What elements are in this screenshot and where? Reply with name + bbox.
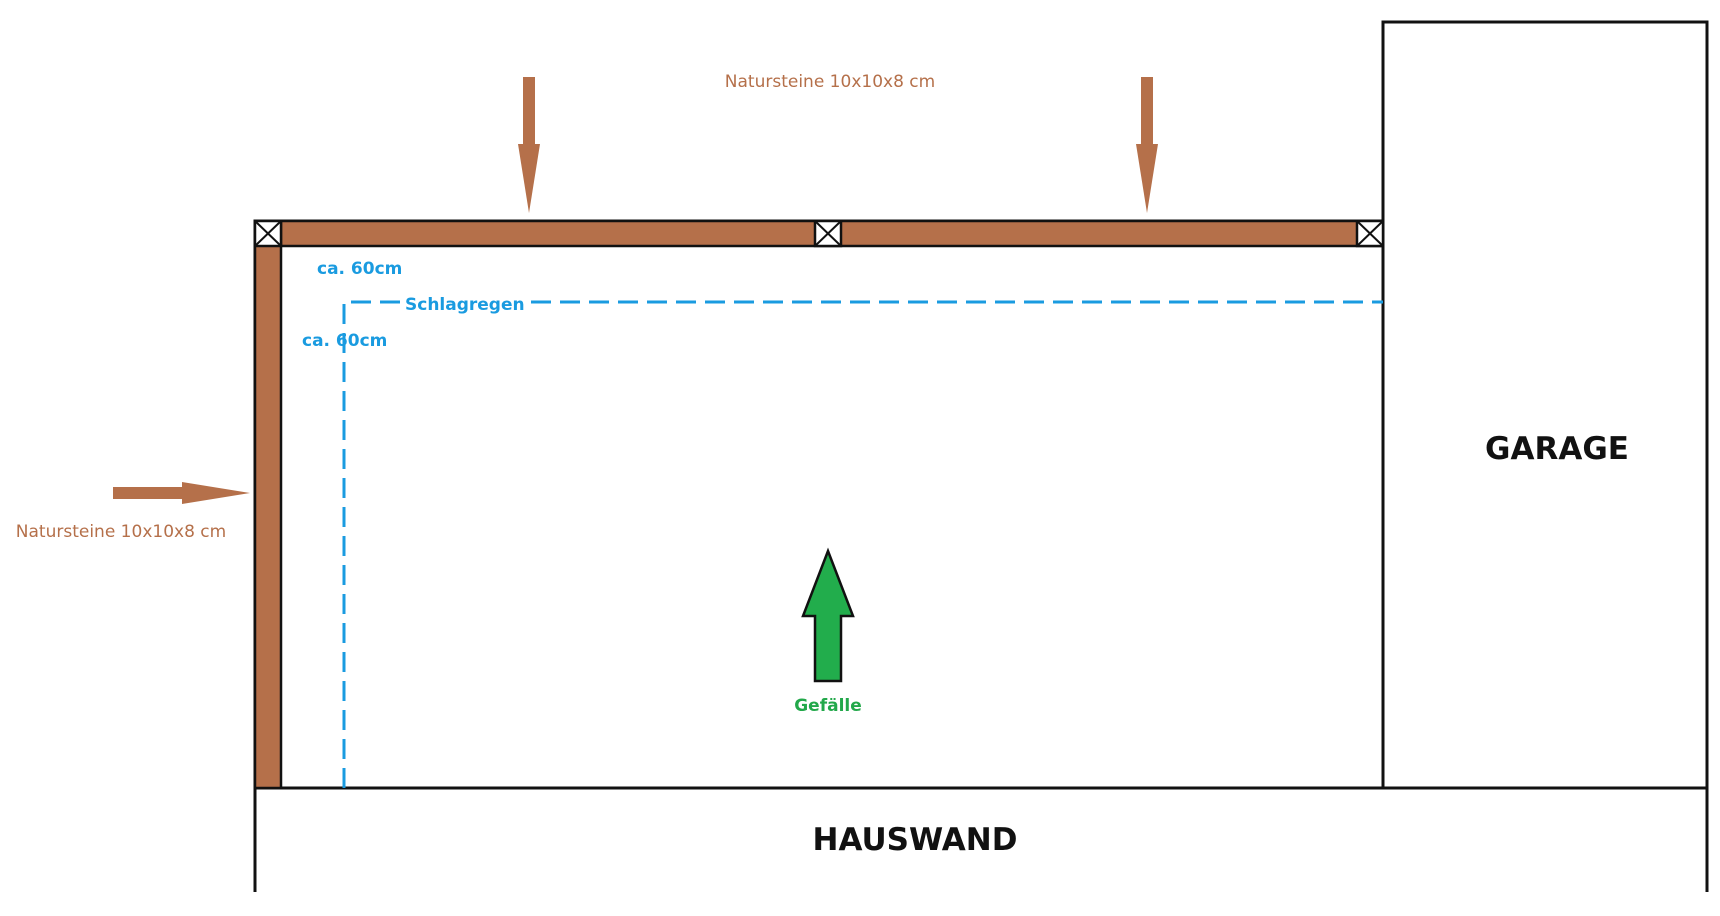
rain-line-label: Schlagregen [405, 295, 525, 315]
garage-outline [1381, 20, 1709, 790]
distance-left-label: ca. 60cm [302, 331, 387, 351]
top-stones-label: Natursteine 10x10x8 cm [725, 72, 935, 92]
house-wall [253, 786, 1709, 892]
garage-label: GARAGE [1485, 431, 1629, 467]
arrow-down-icon [1136, 77, 1158, 213]
stone-border-left [253, 219, 283, 790]
slope-label: Gefälle [794, 696, 862, 716]
left-stones-label: Natursteine 10x10x8 cm [16, 522, 226, 542]
crossed-box-icon [1355, 219, 1385, 248]
arrow-up-icon [801, 547, 855, 683]
house-wall-label: HAUSWAND [813, 822, 1018, 858]
crossed-box-icon [813, 219, 843, 248]
arrow-down-icon [518, 77, 540, 213]
arrow-right-icon [113, 482, 250, 504]
distance-top-label: ca. 60cm [317, 259, 402, 279]
crossed-box-icon [253, 219, 283, 248]
rain-boundary-line [342, 300, 1383, 788]
